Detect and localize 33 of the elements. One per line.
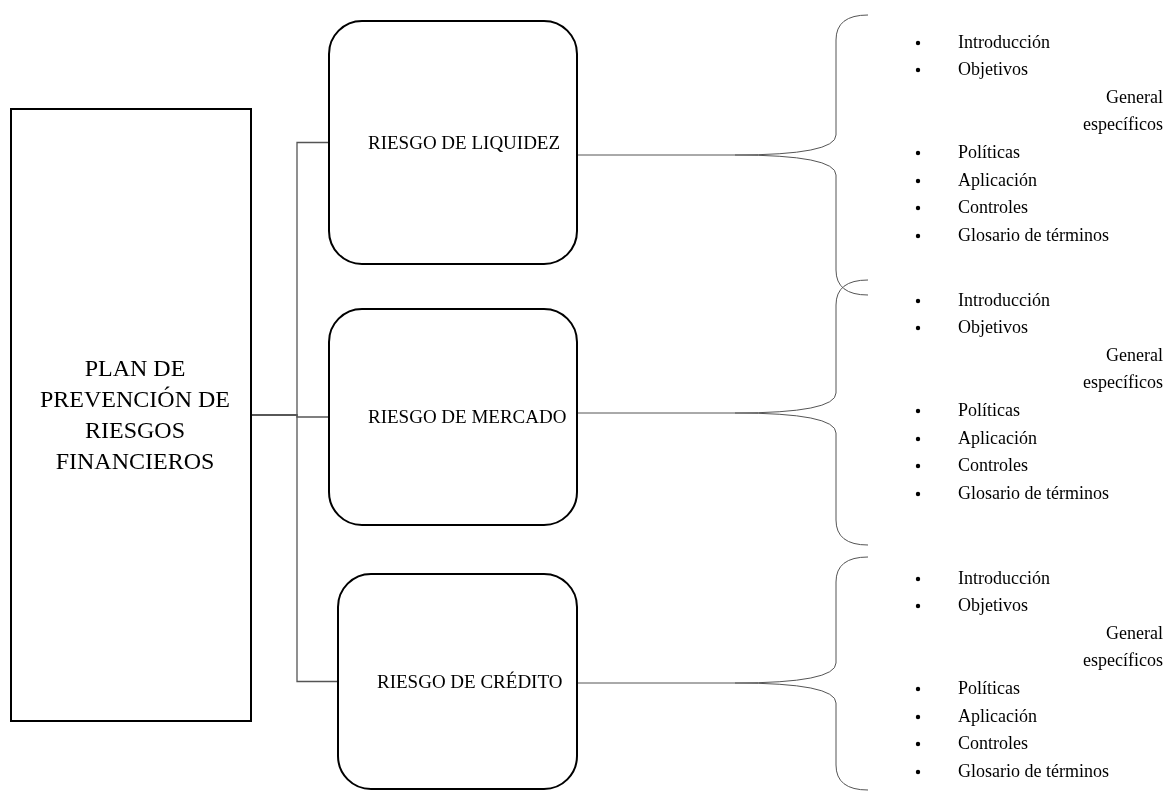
list-item: Políticas xyxy=(958,399,1020,421)
box-label: RIESGO DE CRÉDITO xyxy=(377,669,563,694)
list-item: Objetivos xyxy=(958,594,1028,616)
list-item: General xyxy=(1106,86,1163,108)
list-item: Introducción xyxy=(958,567,1050,589)
list-item: Glosario de términos xyxy=(958,760,1109,782)
list-item: General xyxy=(1106,622,1163,644)
list-item: Introducción xyxy=(958,31,1050,53)
list-item: Glosario de términos xyxy=(958,224,1109,246)
list-item: Objetivos xyxy=(958,58,1028,80)
list-item: específicos xyxy=(1083,113,1163,135)
list-item: Controles xyxy=(958,732,1028,754)
list-item: Aplicación xyxy=(958,169,1037,191)
list-item: General xyxy=(1106,344,1163,366)
box-label: RIESGO DE MERCADO xyxy=(368,405,567,429)
connector-line xyxy=(251,414,338,683)
list-item: Aplicación xyxy=(958,427,1037,449)
list-item: Políticas xyxy=(958,677,1020,699)
list-item: específicos xyxy=(1083,649,1163,671)
rounded-box xyxy=(328,308,578,526)
box-label: PLAN DE PREVENCIÓN DE RIESGOS FINANCIEROS xyxy=(39,354,231,476)
list-item: Controles xyxy=(958,454,1028,476)
list-item: Objetivos xyxy=(958,316,1028,338)
list-item: Políticas xyxy=(958,141,1020,163)
list-item: específicos xyxy=(1083,371,1163,393)
title-box xyxy=(10,108,252,722)
rounded-box xyxy=(328,20,578,265)
box-label: RIESGO DE LIQUIDEZ xyxy=(368,130,561,155)
list-item: Introducción xyxy=(958,289,1050,311)
rounded-box xyxy=(337,573,578,790)
list-item: Controles xyxy=(958,196,1028,218)
list-item: Aplicación xyxy=(958,705,1037,727)
list-item: Glosario de términos xyxy=(958,482,1109,504)
